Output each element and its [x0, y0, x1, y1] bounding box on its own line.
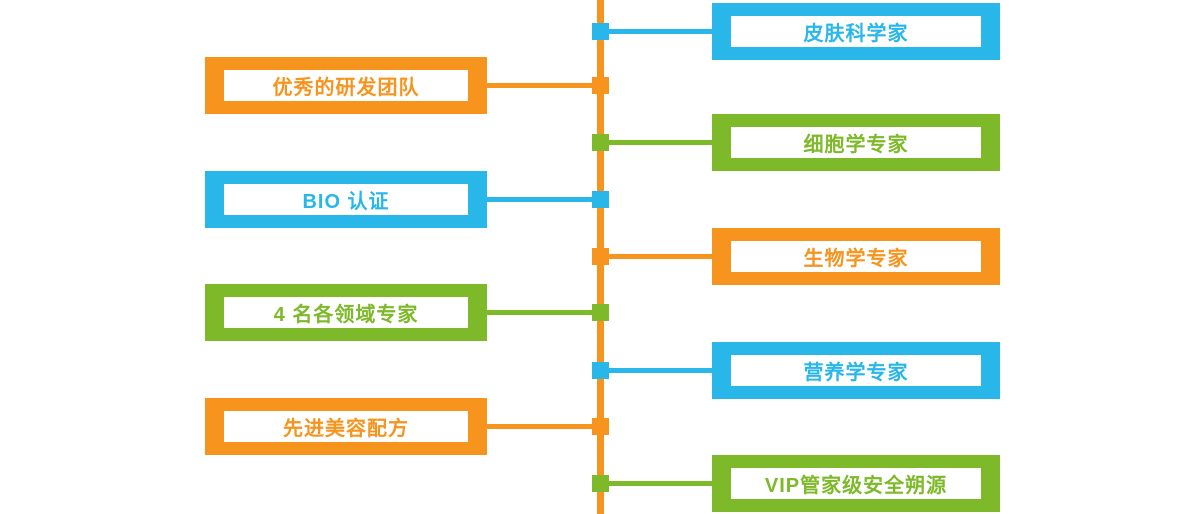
branch-bio-certification: BIO 认证	[205, 171, 609, 228]
junction-square-icon	[592, 23, 609, 40]
node-label: 生物学专家	[731, 241, 981, 272]
node-label: 营养学专家	[731, 355, 981, 386]
node-box: 先进美容配方	[205, 398, 487, 455]
node-label: 皮肤科学家	[731, 16, 981, 47]
node-box: VIP管家级安全朔源	[712, 455, 1000, 512]
node-label: 细胞学专家	[731, 127, 981, 158]
connector-line	[600, 368, 714, 373]
node-label: VIP管家级安全朔源	[731, 468, 981, 499]
node-box: 4 名各领域专家	[205, 284, 487, 341]
node-label: 4 名各领域专家	[224, 297, 468, 328]
branch-dermatologist: 皮肤科学家	[592, 3, 1000, 60]
connector-line	[600, 140, 714, 145]
junction-square-icon	[592, 304, 609, 321]
connector-line	[600, 254, 714, 259]
node-label: 先进美容配方	[224, 411, 468, 442]
connector-line	[485, 83, 599, 88]
junction-square-icon	[592, 418, 609, 435]
connector-line	[600, 29, 714, 34]
branch-cytology-expert: 细胞学专家	[592, 114, 1000, 171]
branch-rd-team: 优秀的研发团队	[205, 57, 609, 114]
junction-square-icon	[592, 362, 609, 379]
junction-square-icon	[592, 77, 609, 94]
connector-line	[600, 481, 714, 486]
branch-field-experts: 4 名各领域专家	[205, 284, 609, 341]
connector-line	[485, 310, 599, 315]
branch-biology-expert: 生物学专家	[592, 228, 1000, 285]
node-box: 细胞学专家	[712, 114, 1000, 171]
junction-square-icon	[592, 248, 609, 265]
node-box: 营养学专家	[712, 342, 1000, 399]
branch-beauty-formula: 先进美容配方	[205, 398, 609, 455]
node-box: 生物学专家	[712, 228, 1000, 285]
junction-square-icon	[592, 191, 609, 208]
connector-line	[485, 424, 599, 429]
node-box: 优秀的研发团队	[205, 57, 487, 114]
node-label: BIO 认证	[224, 184, 468, 215]
branch-vip-traceability: VIP管家级安全朔源	[592, 455, 1000, 512]
node-label: 优秀的研发团队	[224, 70, 468, 101]
node-box: 皮肤科学家	[712, 3, 1000, 60]
junction-square-icon	[592, 475, 609, 492]
branch-nutrition-expert: 营养学专家	[592, 342, 1000, 399]
junction-square-icon	[592, 134, 609, 151]
node-box: BIO 认证	[205, 171, 487, 228]
connector-line	[485, 197, 599, 202]
